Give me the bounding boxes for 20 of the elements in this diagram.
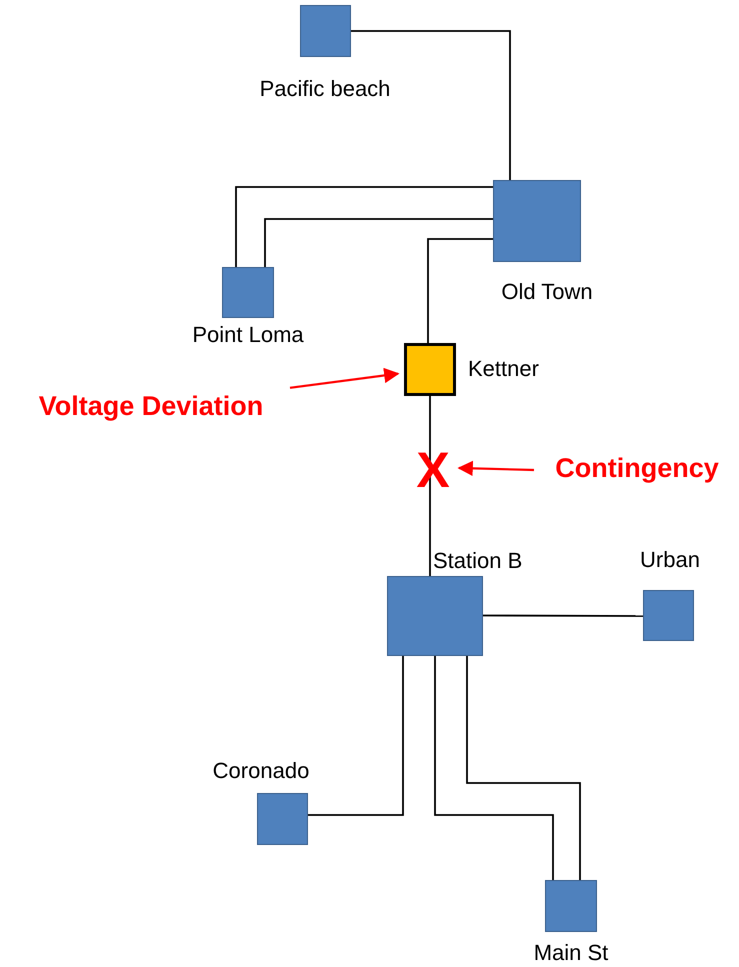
power-line xyxy=(351,30,511,180)
pointer-arrow xyxy=(457,460,534,476)
power-line xyxy=(308,656,404,816)
substation-label: Point Loma xyxy=(191,322,305,348)
substation-label: Station B xyxy=(433,548,522,574)
power-line xyxy=(483,614,643,617)
power-line xyxy=(466,656,581,880)
power-line xyxy=(235,186,493,267)
substation-label: Urban xyxy=(639,547,701,573)
substation-label: Coronado xyxy=(212,758,310,784)
power-line xyxy=(427,238,493,343)
substation-label: Pacific beach xyxy=(258,76,392,102)
substation-label: Old Town xyxy=(500,279,594,305)
substation-label: Kettner xyxy=(468,356,539,382)
annotation-text: Contingency xyxy=(540,452,734,484)
power-line xyxy=(264,218,493,267)
annotation-text: Voltage Deviation xyxy=(18,390,284,422)
substation-label: Main St xyxy=(532,940,610,966)
power-line xyxy=(434,656,554,880)
pointer-arrow xyxy=(290,368,400,389)
